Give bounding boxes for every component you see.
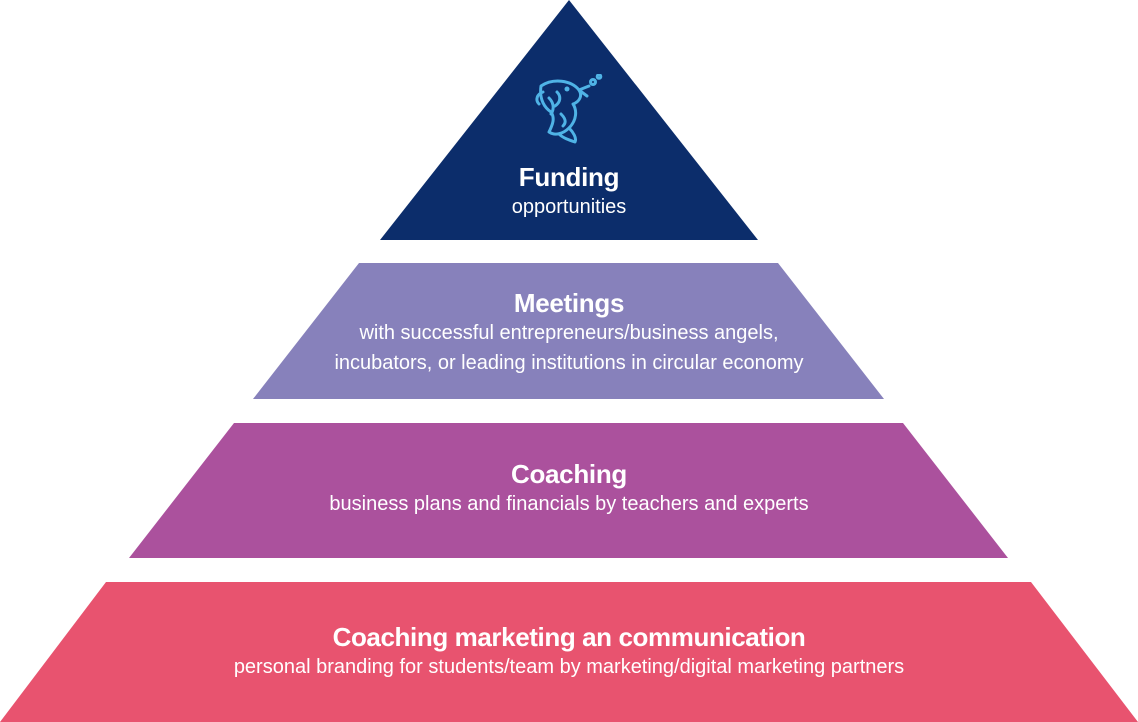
fish-icon <box>533 73 605 144</box>
tier-coaching: Coaching business plans and financials b… <box>0 459 1138 519</box>
tier-title: Coaching <box>510 459 628 489</box>
tier-marketing-shape <box>0 582 1138 722</box>
tier-title: Funding <box>518 162 620 192</box>
tier-description: with successful entrepreneurs/business a… <box>334 322 804 374</box>
tier-coaching-shape <box>129 423 1008 558</box>
tier-title: Meetings <box>513 288 625 318</box>
tier-marketing: Coaching marketing an communication pers… <box>0 622 1138 682</box>
tier-funding: Funding opportunities <box>0 162 1138 222</box>
tier-description: business plans and financials by teacher… <box>329 493 809 515</box>
tier-funding-shape <box>380 0 758 240</box>
tier-description: personal branding for students/team by m… <box>233 656 905 678</box>
tier-description: opportunities <box>511 196 627 218</box>
tier-meetings: Meetings with successful entrepreneurs/b… <box>0 288 1138 378</box>
tier-meetings-shape <box>253 263 884 399</box>
tier-title: Coaching marketing an communication <box>332 622 806 652</box>
